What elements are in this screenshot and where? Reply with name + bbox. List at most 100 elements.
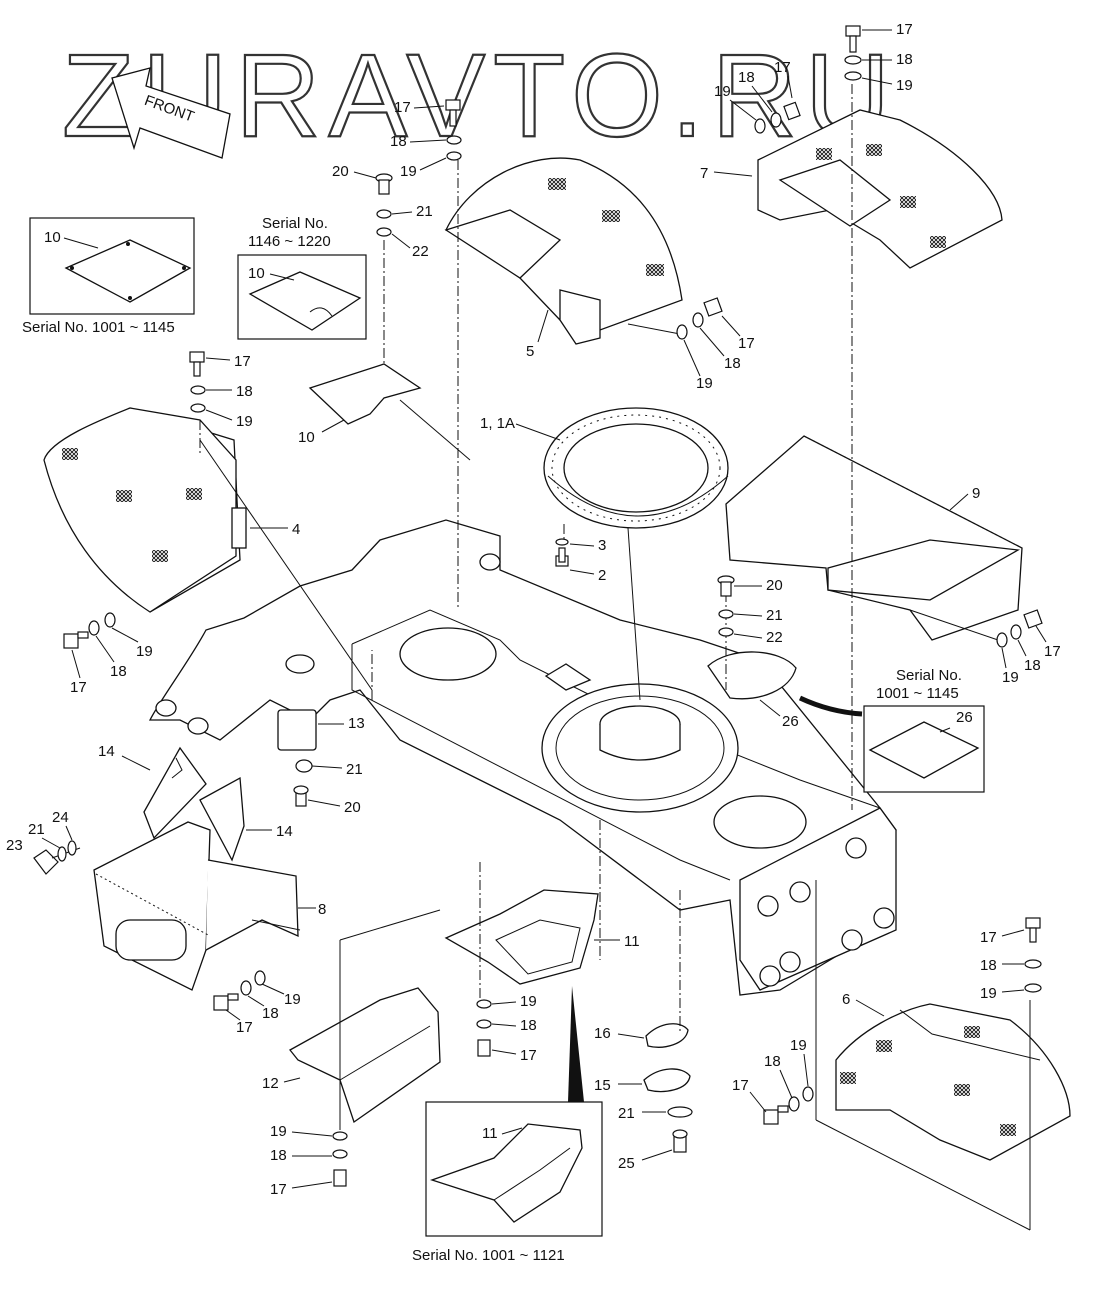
bolt-2: 3 2 [555,537,606,584]
callout-23: 23 [6,837,23,854]
callout-20-b: 20 [332,163,349,180]
callout-17-l: 17 [980,929,997,946]
callout-21-b: 21 [28,821,45,838]
callout-19-c: 19 [714,83,731,100]
callout-17-k: 17 [732,1077,749,1094]
cover-4: 4 [43,407,300,613]
serial-note-top-left: Serial No. 1001 ~ 1145 [22,319,175,336]
assembly-lines [199,84,1031,1231]
hardware-stack-cover-4-bottom: 17 18 19 [63,612,153,696]
hardware-stack-cover-4-top: 17 18 19 [189,351,253,430]
callout-21-d: 21 [416,203,433,220]
hardware-stack-box-9: 20 21 22 [717,575,783,646]
callout-18-f: 18 [110,663,127,680]
serial-note-right-line1: Serial No. [896,667,962,684]
serial-note-right-line2: 1001 ~ 1145 [876,685,959,702]
callout-14-a: 14 [98,743,115,760]
callout-19-a: 19 [400,163,417,180]
callout-19-d: 19 [696,375,713,392]
box-9: 9 [725,435,1023,641]
callout-10-a: 10 [44,229,61,246]
callout-19-l: 19 [980,985,997,1002]
cover-12: 12 [262,987,441,1124]
callout-7: 7 [700,165,708,182]
serial-note-mid-line2: 1146 ~ 1220 [248,233,331,250]
callout-18-j: 18 [270,1147,287,1164]
hardware-stack-cover-5: 17 18 19 [676,297,755,392]
callout-8: 8 [318,901,326,918]
callout-17-c: 17 [774,59,791,76]
callout-18-d: 18 [724,355,741,372]
plate-26: 26 [707,651,863,730]
hardware-stack-cover-6-top: 17 18 19 [980,917,1042,1002]
callout-21-a: 21 [346,761,363,778]
callout-1: 1, 1A [480,415,515,432]
serial-box-right: 26 [863,705,985,793]
callout-19-e: 19 [236,413,253,430]
callout-16: 16 [594,1025,611,1042]
callout-17-h: 17 [236,1019,253,1036]
cover-5: 5 [444,157,683,360]
callout-18-c: 18 [738,69,755,86]
callout-17-e: 17 [234,353,251,370]
callout-24: 24 [52,809,69,826]
wing-bolt-23: 23 21 24 [6,809,81,875]
cover-11: 11 [444,889,640,985]
callout-18-h: 18 [262,1005,279,1022]
callout-14-b: 14 [276,823,293,840]
callout-26-a: 26 [782,713,799,730]
plates-15-16: 16 15 21 25 [594,1023,693,1172]
callout-17-f: 17 [70,679,87,696]
serial-note-bottom: Serial No. 1001 ~ 1121 [412,1247,565,1264]
callout-10-c: 10 [298,429,315,446]
callout-20-c: 20 [766,577,783,594]
callout-3: 3 [598,537,606,554]
callout-22-a: 22 [412,243,429,260]
callout-21-e: 21 [766,607,783,624]
callout-19-h: 19 [284,991,301,1008]
serial-box-top-left: 10 [29,217,195,315]
callout-11-a: 11 [624,933,640,950]
callout-18-b: 18 [896,51,913,68]
callout-18-i: 18 [520,1017,537,1034]
callout-17-b: 17 [896,21,913,38]
callout-17-d: 17 [738,335,755,352]
callout-15: 15 [594,1077,611,1094]
serial-note-mid-line1: Serial No. [262,215,328,232]
callout-4: 4 [292,521,300,538]
bracket-14: 14 14 [98,743,293,862]
callout-18-k: 18 [764,1053,781,1070]
callout-19-g: 19 [1002,669,1019,686]
callout-13: 13 [348,715,365,732]
swing-bearing-1: 1, 1A [480,407,729,529]
hardware-stack-20-22: 20 21 22 [332,163,433,260]
callout-18-l: 18 [980,957,997,974]
callout-25: 25 [618,1155,635,1172]
hardware-stack-top-right: 17 18 19 19 18 17 [714,21,913,134]
hardware-stack-box-8: 17 18 19 [213,970,301,1036]
callout-21-c: 21 [618,1105,635,1122]
callout-17-j: 17 [270,1181,287,1198]
callout-18-a: 18 [390,133,407,150]
serial-box-bottom: 11 [425,986,603,1237]
box-8: 8 [93,821,326,991]
cover-7: 7 [700,109,1003,269]
plate-10: 10 [298,363,422,446]
hardware-stack-cover-6-side: 17 18 19 [732,1037,814,1125]
callout-9: 9 [972,485,980,502]
callout-19-j: 19 [270,1123,287,1140]
serial-box-top-mid: 10 [237,254,367,340]
cover-6: 6 [835,991,1071,1161]
callout-17-i: 17 [520,1047,537,1064]
callout-6: 6 [842,991,850,1008]
callout-17-g: 17 [1044,643,1061,660]
callout-22-b: 22 [766,629,783,646]
hardware-stack-box-9-side: 17 18 19 [996,609,1061,686]
callout-10-b: 10 [248,265,265,282]
cover-13: 13 21 20 [277,709,365,816]
callout-20-a: 20 [344,799,361,816]
callout-18-e: 18 [236,383,253,400]
hardware-stack-cover-11: 19 18 17 [476,993,537,1064]
callout-11-b: 11 [482,1125,498,1142]
